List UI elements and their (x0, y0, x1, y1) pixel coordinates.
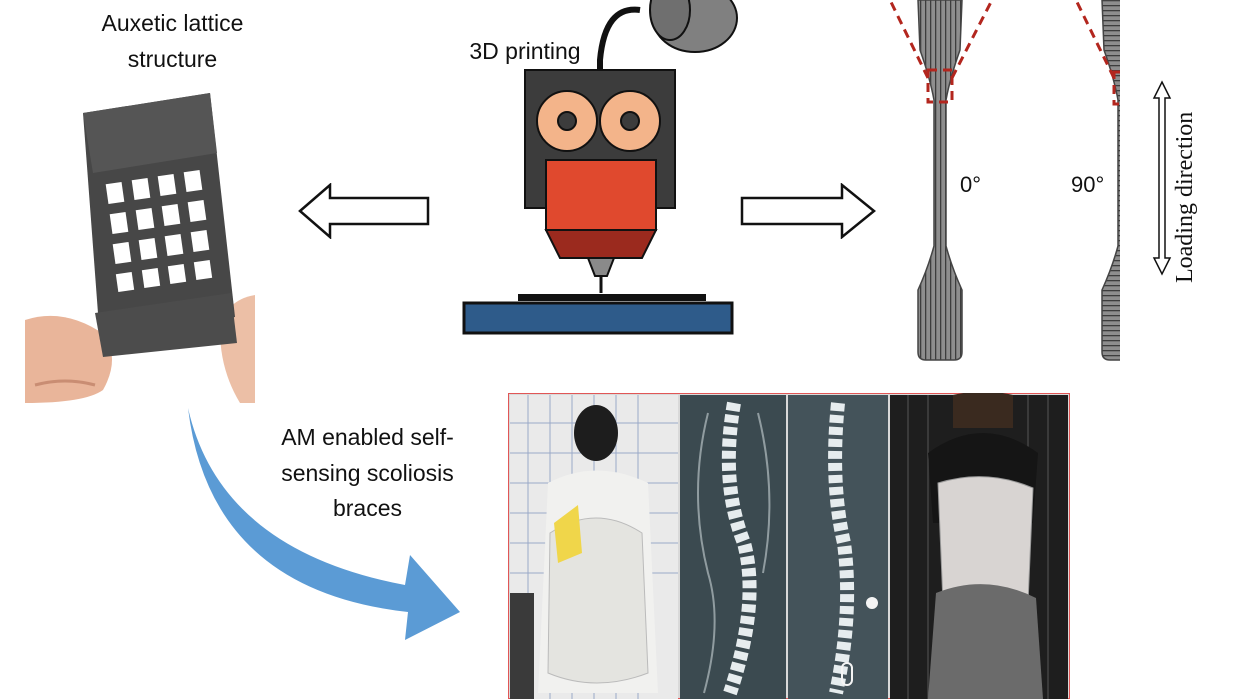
am-caption-line2: sensing scoliosis (281, 459, 454, 486)
specimens-graphic (888, 0, 1120, 361)
double-arrow-icon (1152, 80, 1172, 276)
am-caption-line3: braces (332, 495, 403, 522)
printing-caption: 3D printing (469, 38, 581, 64)
auxetic-caption-line2: structure (127, 45, 218, 72)
specimen-90 (1101, 0, 1120, 361)
crop-lines (888, 0, 1120, 106)
xray-1 (680, 395, 786, 699)
auxetic-caption-line1: Auxetic lattice (101, 10, 244, 36)
printer-icon (462, 0, 738, 335)
specimen-0 (917, 0, 963, 361)
am-caption: AM enabled self- sensing scoliosis brace… (250, 420, 485, 527)
lattice-photo (25, 85, 255, 403)
brace-photo-panel (508, 393, 1070, 699)
left-arrow-icon (298, 183, 430, 239)
loading-direction-label: Loading direction (1172, 111, 1198, 283)
brace-photo-girl (890, 393, 1068, 699)
auxetic-caption: Auxetic lattice structure (70, 6, 275, 77)
right-arrow-icon (740, 183, 876, 239)
xray-2 (788, 395, 888, 699)
lattice-holes (105, 169, 213, 293)
curved-arrow-icon (188, 408, 460, 640)
brace-photo-back (510, 395, 678, 699)
am-caption-line1: AM enabled self- (281, 424, 454, 450)
angle-0-label: 0° (960, 172, 982, 197)
angle-90-label: 90° (1071, 172, 1105, 197)
